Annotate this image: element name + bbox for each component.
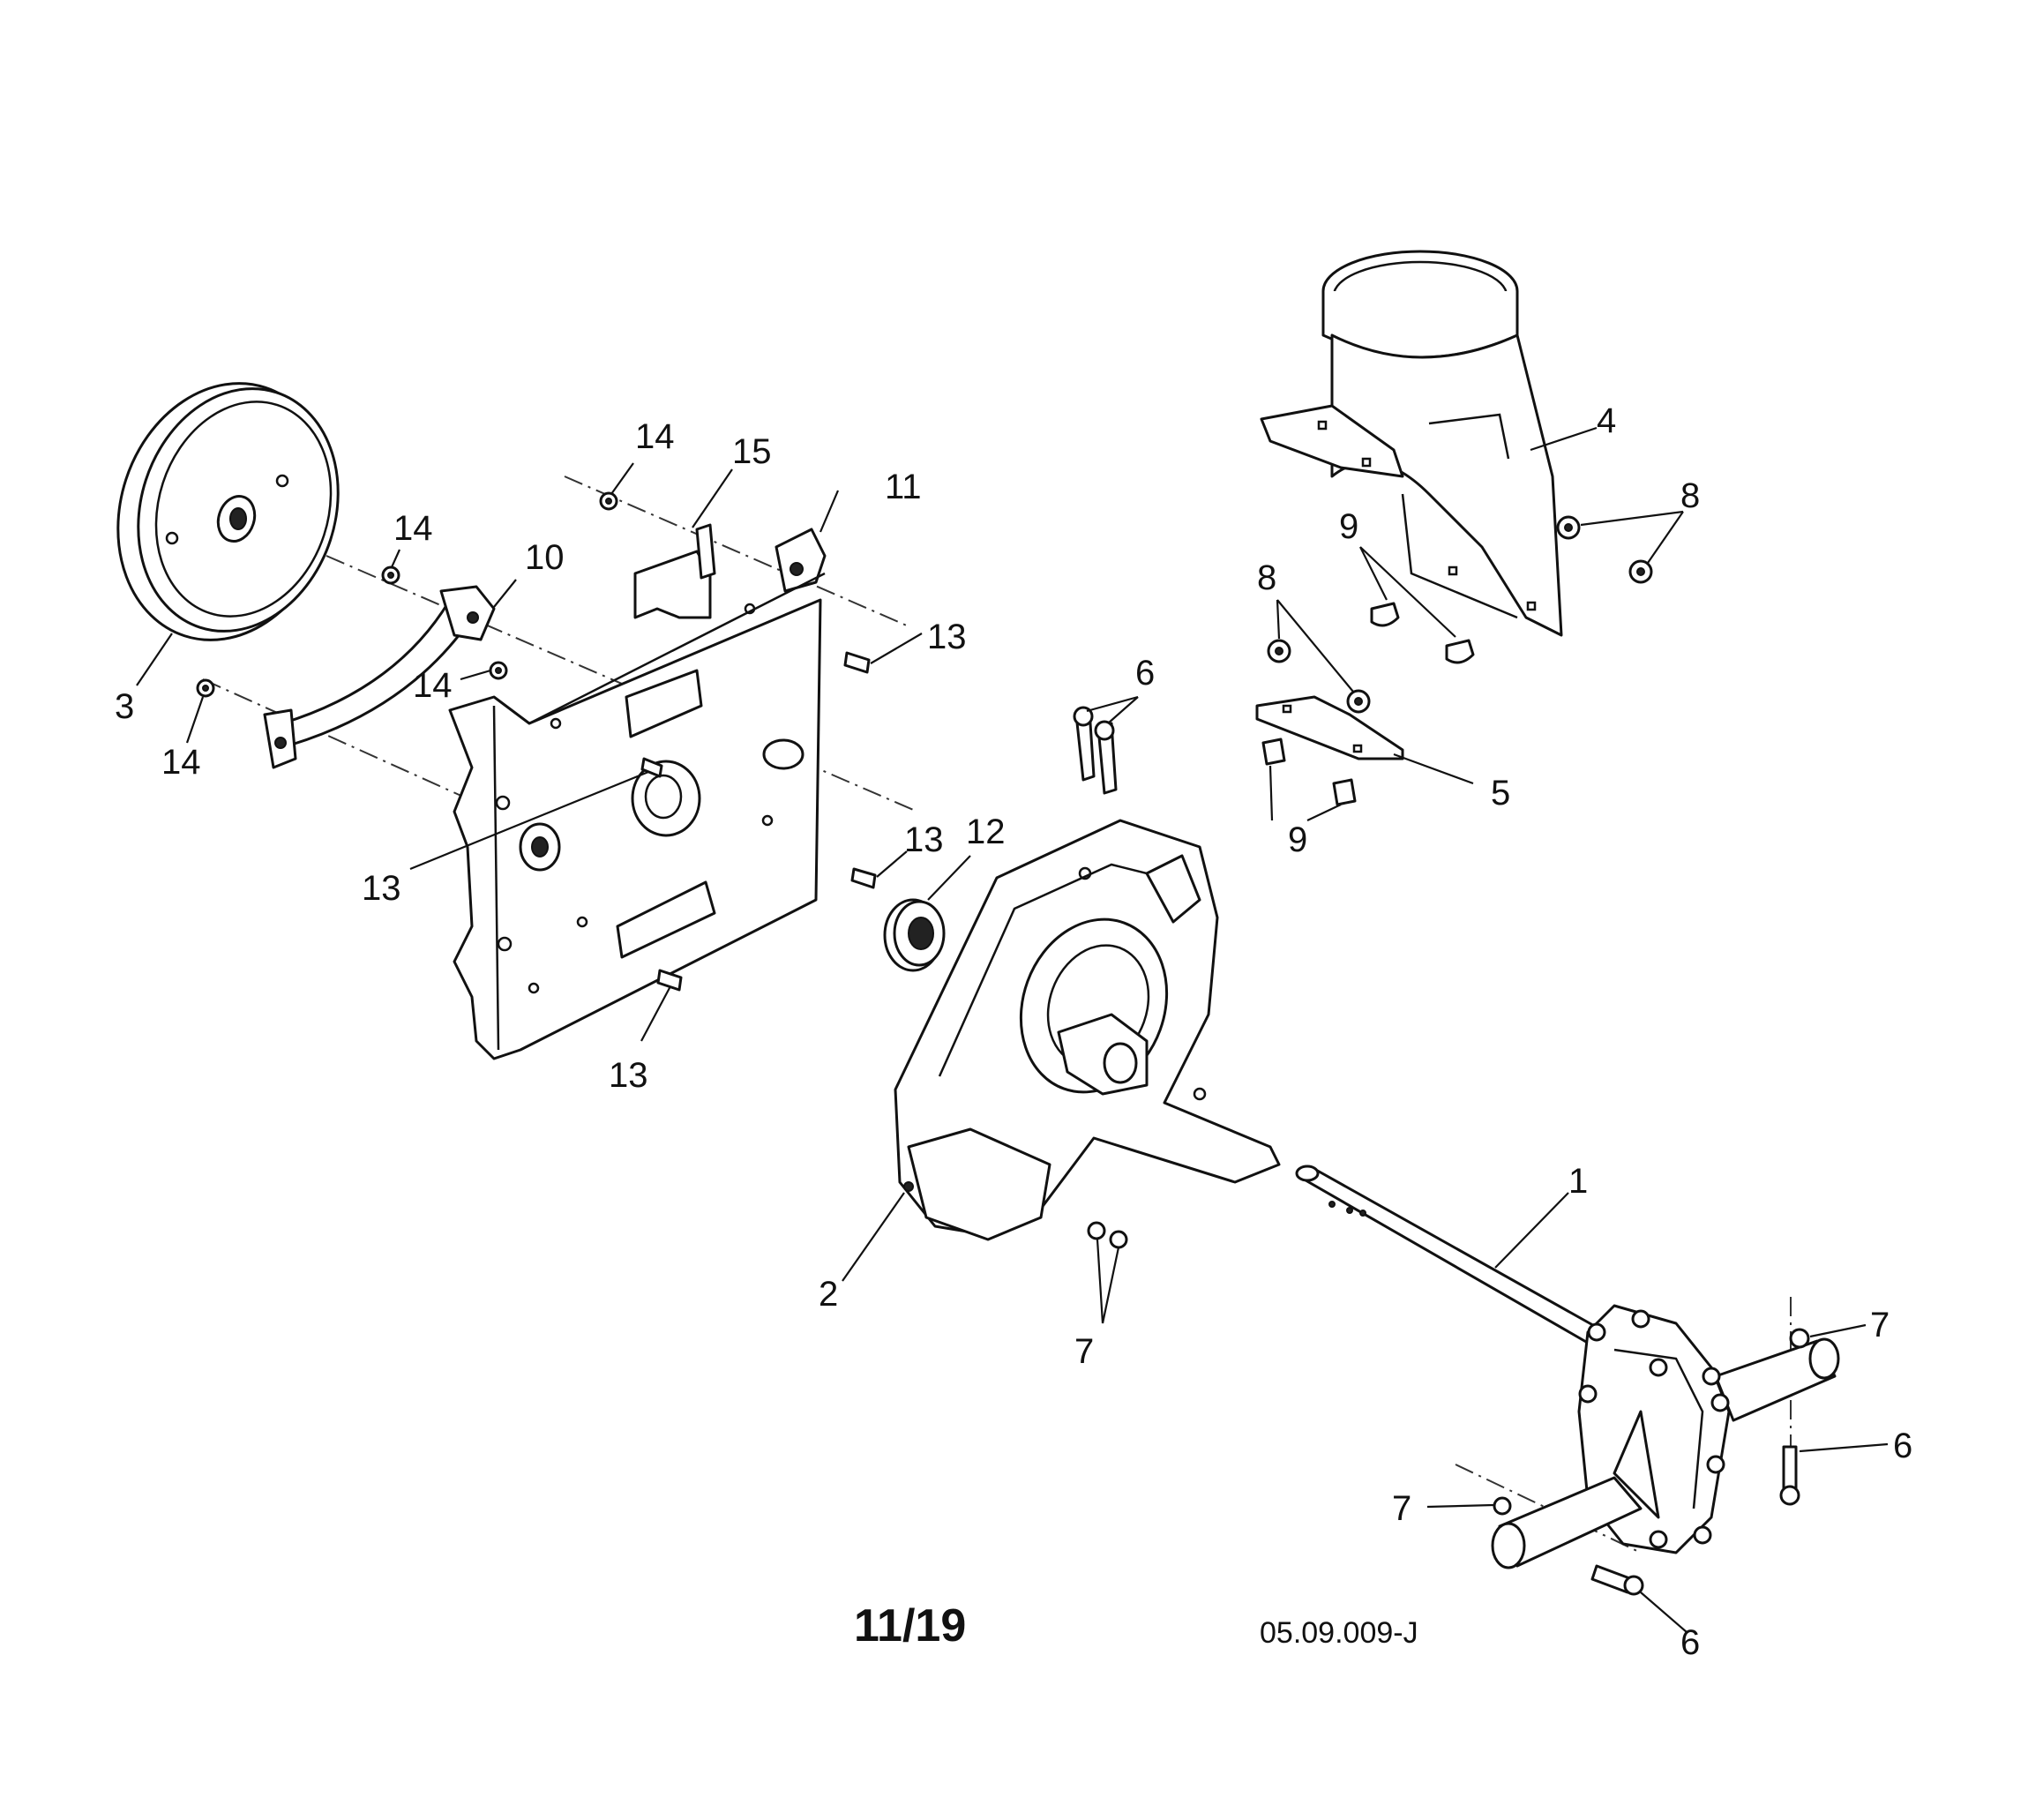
callout-2: 2 [819, 1275, 838, 1314]
callout-1: 1 [1568, 1162, 1588, 1201]
callout-10: 10 [525, 538, 565, 577]
callout-13-mid: 13 [904, 820, 944, 859]
chute-bracket [1255, 695, 1404, 760]
hardware [196, 491, 1810, 1596]
callout-14-strap: 14 [413, 666, 453, 705]
callout-7-nuts: 7 [1074, 1332, 1094, 1371]
belt-guide-strap [263, 585, 496, 769]
callout-6-lower-bolt: 6 [1680, 1623, 1700, 1662]
callout-13-bottom: 13 [609, 1056, 648, 1095]
callout-13-top: 13 [927, 618, 967, 656]
drawing-code: 05.09.009-J [1260, 1616, 1418, 1650]
callout-6-bolts: 6 [1135, 654, 1155, 693]
gearbox [1491, 1304, 1840, 1569]
impeller-housing [894, 819, 1281, 1241]
pulley [116, 382, 340, 641]
callout-14-pulley: 14 [393, 509, 433, 548]
callout-6-gearbox-bolt: 6 [1893, 1427, 1912, 1465]
callout-13-left: 13 [362, 869, 401, 908]
callout-8-bracket: 8 [1257, 558, 1276, 597]
callout-15: 15 [732, 432, 772, 471]
bearing [883, 898, 946, 972]
callout-labels: 1 2 3 4 5 6 6 6 7 7 7 8 8 9 9 10 11 12 1… [115, 401, 1912, 1662]
page-number: 11/19 [854, 1600, 966, 1651]
mounting-plate [448, 572, 826, 1060]
callout-9-bracket: 9 [1288, 820, 1307, 859]
callout-7-lower-nut: 7 [1392, 1489, 1411, 1528]
bracket [633, 523, 716, 619]
callout-12: 12 [966, 813, 1006, 851]
spacer-block [775, 528, 827, 593]
callout-3: 3 [115, 687, 134, 726]
callout-9-chute: 9 [1339, 507, 1358, 546]
callout-7-upper-nut: 7 [1870, 1306, 1890, 1344]
callout-5: 5 [1491, 774, 1510, 813]
leader-lines [136, 426, 1889, 1633]
callout-4: 4 [1597, 401, 1616, 440]
discharge-chute [1260, 250, 1563, 637]
impeller-shaft [1295, 1165, 1607, 1347]
callout-8-chute: 8 [1680, 476, 1700, 515]
callout-11: 11 [885, 468, 922, 506]
callout-14-left: 14 [161, 743, 201, 782]
callout-14-top: 14 [635, 417, 675, 456]
